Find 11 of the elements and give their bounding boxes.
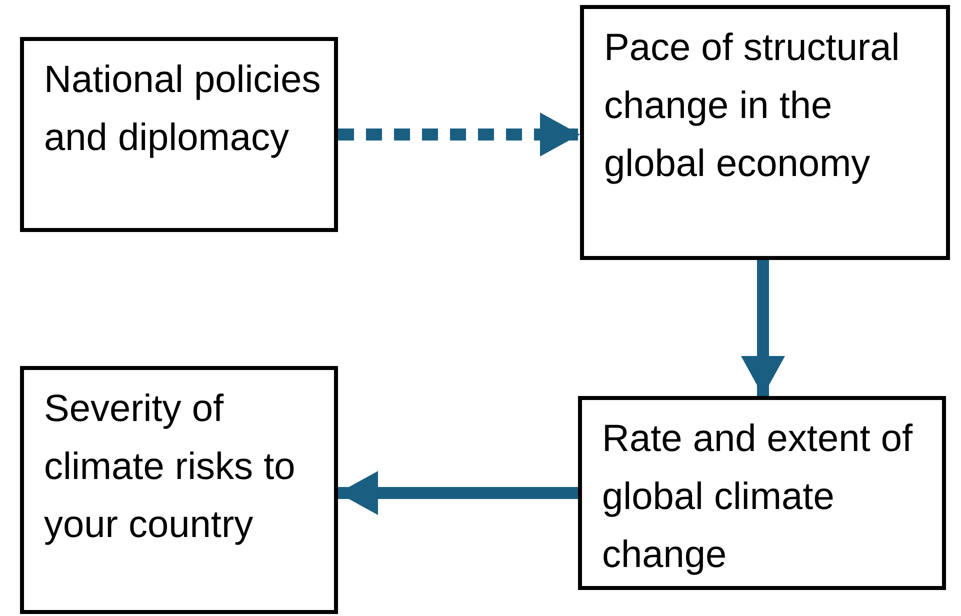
- box-text: Severity of climate risks to your country: [44, 387, 296, 548]
- process-box: [20, 366, 338, 614]
- box-text: National policies and diplomacy: [44, 58, 322, 161]
- arrow: [338, 471, 578, 515]
- process-box: [580, 5, 950, 260]
- box-text: Rate and extent of global climate change: [602, 417, 914, 578]
- process-box: [20, 37, 338, 232]
- box-text: Pace of structural change in the global economy: [604, 26, 901, 187]
- arrow: [741, 260, 785, 396]
- process-box: [578, 396, 946, 590]
- arrow: [338, 112, 580, 156]
